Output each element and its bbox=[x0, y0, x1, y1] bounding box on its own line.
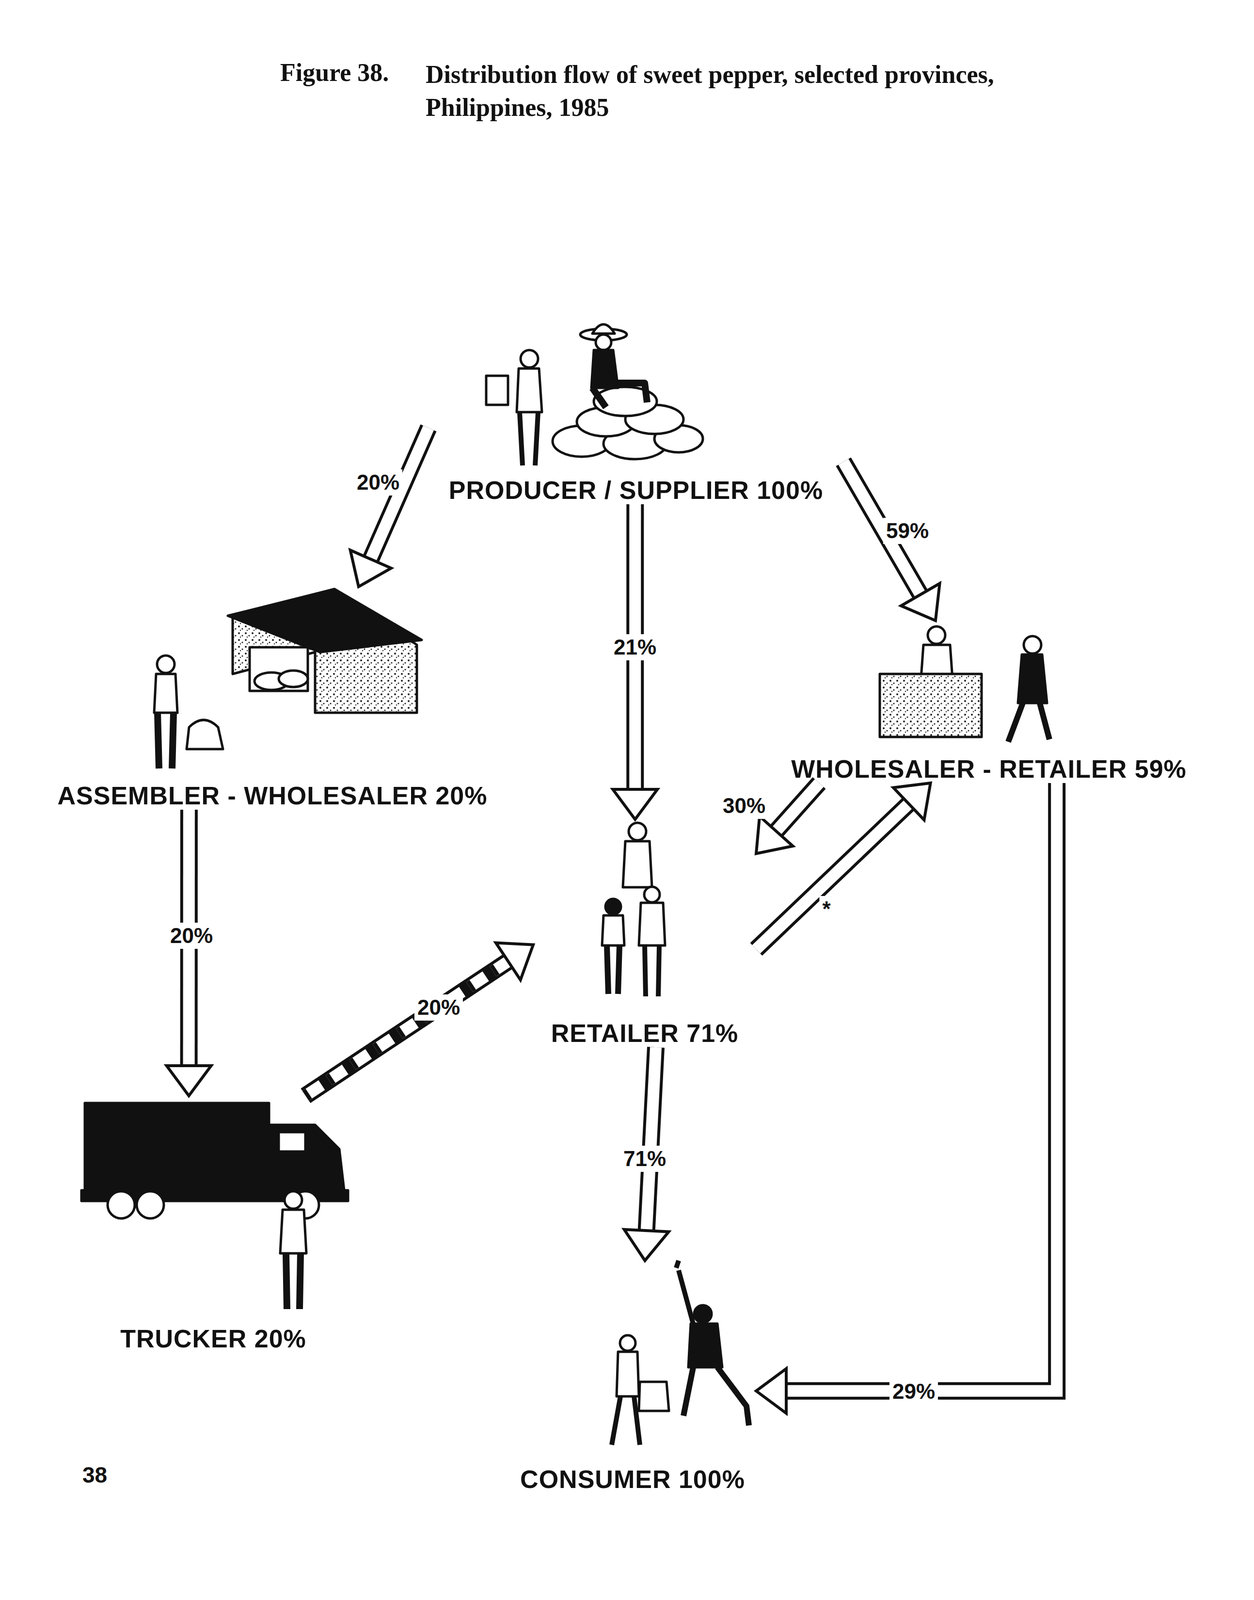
arrow-head bbox=[612, 789, 658, 820]
edge-percentage: 59% bbox=[883, 517, 932, 544]
figure-number: Figure 38. bbox=[280, 58, 426, 124]
node-label: ASSEMBLER - WHOLESALER 20% bbox=[57, 781, 488, 810]
man-with-clipboard bbox=[486, 349, 542, 466]
edge-percentage: 21% bbox=[610, 634, 660, 661]
flow-arrow bbox=[305, 942, 534, 1096]
arrow-head bbox=[893, 782, 931, 820]
arrow-head bbox=[495, 942, 534, 980]
page-number: 38 bbox=[82, 1461, 108, 1488]
truck bbox=[81, 1102, 349, 1219]
arrow-head bbox=[756, 816, 794, 854]
title-text: Distribution flow of sweet pepper, selec… bbox=[425, 58, 1056, 124]
node-label: CONSUMER 100% bbox=[520, 1465, 746, 1493]
node-label: PRODUCER / SUPPLIER 100% bbox=[448, 476, 824, 505]
figure-title: Figure 38. Distribution flow of sweet pe… bbox=[280, 58, 1105, 124]
flow-node: ASSEMBLER - WHOLESALER 20% bbox=[40, 586, 505, 810]
arrow-head bbox=[166, 1065, 212, 1096]
arrow-head bbox=[624, 1229, 669, 1261]
flow-arrow bbox=[756, 782, 1057, 1413]
arrow-shaft bbox=[775, 782, 820, 833]
arrow-shaft bbox=[646, 1047, 656, 1233]
arrow-shaft bbox=[756, 802, 911, 950]
edge-percentage: 71% bbox=[620, 1145, 669, 1172]
farmer-on-sacks bbox=[552, 324, 703, 460]
edge-percentage: 20% bbox=[167, 922, 216, 949]
flow-node: RETAILER 71% bbox=[533, 819, 757, 1048]
warehouse bbox=[227, 588, 422, 713]
arrow-shaft-outline bbox=[775, 782, 820, 833]
arrow-head bbox=[350, 550, 392, 587]
arrow-shaft-outline bbox=[305, 960, 510, 1096]
trucker bbox=[280, 1190, 307, 1309]
edge-percentage: 30% bbox=[719, 792, 769, 819]
flow-arrow bbox=[843, 461, 940, 621]
arrow-shaft-outline bbox=[756, 802, 911, 950]
arrow-head bbox=[756, 1368, 787, 1413]
walking-man bbox=[1008, 635, 1050, 742]
arrow-head bbox=[901, 583, 940, 621]
node-label: RETAILER 71% bbox=[551, 1019, 739, 1048]
arrow-shaft-outline bbox=[646, 1047, 656, 1233]
arrow-shaft bbox=[305, 960, 510, 1096]
flow-node: CONSUMER 100% bbox=[508, 1260, 757, 1493]
consumers bbox=[611, 1260, 749, 1445]
flow-arrow bbox=[166, 809, 212, 1096]
node-label: TRUCKER 20% bbox=[120, 1324, 307, 1353]
flow-arrow bbox=[756, 782, 931, 950]
edge-percentage: * bbox=[819, 895, 834, 922]
edge-percentage: 20% bbox=[414, 994, 463, 1021]
flow-arrow bbox=[612, 504, 658, 820]
edge-percentage: 20% bbox=[353, 469, 403, 496]
arrow-shaft bbox=[784, 782, 1057, 1391]
flow-node: TRUCKER 20% bbox=[77, 1095, 350, 1353]
node-label: WHOLESALER - RETAILER 59% bbox=[791, 755, 1187, 783]
flow-arrow bbox=[350, 428, 429, 588]
flow-node: WHOLESALER - RETAILER 59% bbox=[780, 620, 1198, 783]
arrow-shaft-segments bbox=[305, 960, 510, 1096]
retailer-people bbox=[602, 822, 666, 997]
market-stall bbox=[879, 626, 982, 737]
arrow-shaft-outline bbox=[784, 782, 1057, 1391]
edge-percentage: 29% bbox=[889, 1378, 938, 1405]
man-with-bag bbox=[154, 655, 223, 769]
flow-node: PRODUCER / SUPPLIER 100% bbox=[428, 334, 844, 505]
